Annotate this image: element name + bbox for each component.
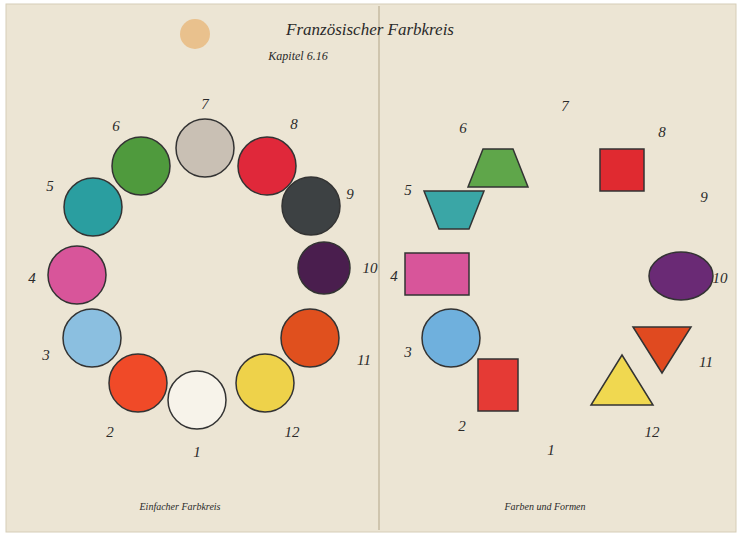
callout-number: 11 bbox=[699, 354, 713, 371]
shape-outline bbox=[648, 251, 714, 301]
callout-number: 6 bbox=[459, 120, 467, 137]
color-swatch: 2 bbox=[108, 353, 168, 413]
shape-outline bbox=[63, 177, 123, 237]
callout-number: 12 bbox=[285, 424, 300, 441]
callout-number: 4 bbox=[28, 270, 36, 287]
callout-number: 2 bbox=[106, 424, 114, 441]
note: Farben und Formen bbox=[504, 501, 585, 512]
title: Französischer Farbkreis bbox=[286, 20, 454, 40]
color-swatch: 8 bbox=[599, 148, 645, 192]
callout-number: 5 bbox=[404, 182, 412, 199]
color-swatch: 5 bbox=[63, 177, 123, 237]
shape-outline bbox=[62, 308, 122, 368]
color-swatch: 11 bbox=[280, 308, 340, 368]
color-swatch: 5 bbox=[424, 191, 484, 229]
shape-outline bbox=[108, 353, 168, 413]
shape-outline bbox=[477, 358, 519, 412]
color-swatch: 4 bbox=[404, 252, 470, 296]
color-swatch: 8 bbox=[237, 136, 297, 196]
color-swatch: 1 bbox=[167, 370, 227, 430]
callout-number: 1 bbox=[193, 444, 201, 461]
color-swatch: 3 bbox=[421, 308, 481, 368]
callout-number: 7 bbox=[561, 98, 569, 115]
shape-outline bbox=[111, 136, 171, 196]
stain-dot bbox=[180, 19, 210, 49]
color-swatch: 6 bbox=[111, 136, 171, 196]
note: Kapitel 6.16 bbox=[268, 49, 327, 64]
callout-number: 11 bbox=[357, 352, 371, 369]
shape-outline bbox=[167, 370, 227, 430]
callout-number: 2 bbox=[458, 418, 466, 435]
shape-outline bbox=[47, 245, 107, 305]
callout-number: 7 bbox=[201, 96, 209, 113]
shape-outline bbox=[297, 241, 351, 295]
shape-outline bbox=[175, 118, 235, 178]
callout-number: 9 bbox=[346, 186, 354, 203]
callout-number: 3 bbox=[404, 344, 412, 361]
callout-number: 12 bbox=[645, 424, 660, 441]
callout-number: 10 bbox=[363, 260, 378, 277]
callout-number: 8 bbox=[290, 116, 298, 133]
shape-outline bbox=[591, 355, 653, 405]
paper bbox=[6, 4, 736, 532]
shape-outline bbox=[281, 176, 341, 236]
callout-number: 9 bbox=[700, 189, 708, 206]
shape-outline bbox=[237, 136, 297, 196]
color-swatch: 11 bbox=[633, 327, 691, 373]
color-swatch: 12 bbox=[591, 355, 653, 405]
color-swatch: 10 bbox=[648, 251, 714, 301]
color-swatch: 9 bbox=[281, 176, 341, 236]
color-swatch: 3 bbox=[62, 308, 122, 368]
color-swatch: 2 bbox=[477, 358, 519, 412]
callout-number: 3 bbox=[42, 347, 50, 364]
shape-outline bbox=[421, 308, 481, 368]
callout-number: 4 bbox=[390, 268, 398, 285]
callout-number: 1 bbox=[547, 442, 555, 459]
shape-outline bbox=[633, 327, 691, 373]
shape-outline bbox=[280, 308, 340, 368]
color-swatch: 6 bbox=[468, 149, 528, 187]
shape-outline bbox=[404, 252, 470, 296]
shape-outline bbox=[235, 353, 295, 413]
callout-number: 5 bbox=[46, 178, 54, 195]
color-swatch: 4 bbox=[47, 245, 107, 305]
color-swatch: 7 bbox=[175, 118, 235, 178]
callout-number: 6 bbox=[112, 118, 120, 135]
callout-number: 8 bbox=[658, 124, 666, 141]
callout-number: 10 bbox=[713, 270, 728, 287]
shape-outline bbox=[468, 149, 528, 187]
note: Einfacher Farbkreis bbox=[139, 501, 220, 512]
fold-line bbox=[378, 6, 380, 530]
shape-outline bbox=[599, 148, 645, 192]
color-swatch: 10 bbox=[297, 241, 351, 295]
color-swatch: 12 bbox=[235, 353, 295, 413]
shape-outline bbox=[424, 191, 484, 229]
